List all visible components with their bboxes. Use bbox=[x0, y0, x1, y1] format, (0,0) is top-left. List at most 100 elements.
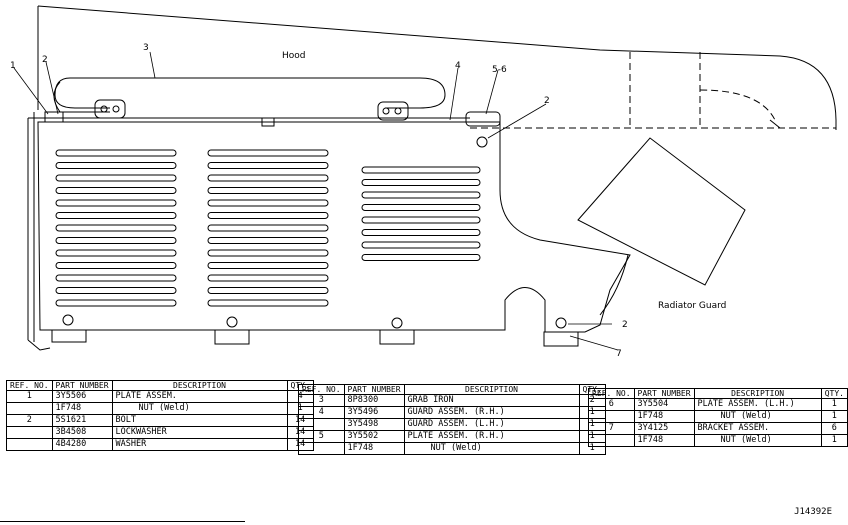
description-cell: BOLT bbox=[111, 414, 288, 427]
ref-no-cell: 4 bbox=[298, 406, 345, 419]
header-part-number: PART NUMBER bbox=[51, 380, 113, 391]
ref-no-cell: 6 bbox=[588, 398, 635, 411]
callout-2: 2 bbox=[42, 55, 48, 65]
louvre-slot bbox=[55, 237, 177, 244]
leader-2 bbox=[45, 61, 59, 115]
qty-cell: 1 bbox=[820, 398, 848, 411]
description-cell: WASHER bbox=[111, 438, 288, 451]
louvre-slot bbox=[207, 287, 329, 294]
description-cell: GUARD ASSEM. (L.H.) bbox=[403, 418, 580, 431]
header-qty: QTY. bbox=[820, 388, 848, 399]
hood-outline bbox=[37, 5, 837, 130]
ref-no-cell bbox=[6, 438, 53, 451]
louvre-slot bbox=[55, 187, 177, 194]
leader-5-6 bbox=[485, 69, 499, 115]
qty-cell: 1 bbox=[820, 410, 848, 423]
bracket-hole bbox=[100, 105, 108, 113]
louvre-slot bbox=[361, 229, 481, 236]
callout-3: 3 bbox=[143, 43, 149, 53]
bracket-hole bbox=[394, 107, 402, 115]
header-description: DESCRIPTION bbox=[111, 380, 288, 391]
description-cell: LOCKWASHER bbox=[111, 426, 288, 439]
grab-iron bbox=[54, 77, 446, 109]
guard-plate bbox=[37, 121, 631, 333]
part-number-cell: 1F748 bbox=[343, 442, 405, 455]
radiator-guard-strap bbox=[599, 254, 629, 316]
hood-tick bbox=[769, 119, 781, 129]
part-number-cell: 3Y5504 bbox=[633, 398, 695, 411]
louvre-slot bbox=[207, 212, 329, 219]
bracket-hole bbox=[382, 107, 390, 115]
header-part-number: PART NUMBER bbox=[633, 388, 695, 399]
part-number-cell: 3B4508 bbox=[51, 426, 113, 439]
louvre-slot bbox=[361, 166, 481, 174]
ref-no-cell: 3 bbox=[298, 394, 345, 407]
bottom-bracket bbox=[379, 329, 415, 345]
leader-1 bbox=[13, 67, 49, 115]
louvre-slot bbox=[55, 212, 177, 219]
part-number-cell: 4B4280 bbox=[51, 438, 113, 451]
bottom-bracket bbox=[543, 331, 579, 347]
bolt-head bbox=[555, 317, 567, 329]
louvre-grilles bbox=[55, 149, 481, 307]
header-description: DESCRIPTION bbox=[403, 384, 580, 395]
bracket-hole bbox=[112, 105, 120, 113]
header-ref-no: REF. NO. bbox=[6, 380, 53, 391]
louvre-slot bbox=[207, 299, 329, 307]
ref-no-cell: 5 bbox=[298, 430, 345, 443]
radiator-guard-label: Radiator Guard bbox=[658, 301, 726, 311]
bolt-head bbox=[391, 317, 403, 329]
hinge-bracket bbox=[465, 111, 501, 127]
part-number-cell: 1F748 bbox=[633, 410, 695, 423]
hood-dash-curve bbox=[699, 89, 776, 121]
callout-4: 4 bbox=[455, 61, 461, 71]
figure-id: J14392E bbox=[794, 507, 832, 517]
louvre-slot bbox=[361, 204, 481, 211]
part-number-cell: 1F748 bbox=[633, 434, 695, 447]
description-cell: NUT (Weld) bbox=[403, 442, 580, 455]
description-cell: BRACKET ASSEM. bbox=[693, 422, 822, 435]
bottom-bracket bbox=[51, 329, 87, 343]
description-cell: NUT (Weld) bbox=[111, 402, 288, 415]
louvre-slot bbox=[55, 299, 177, 307]
ref-no-cell: 2 bbox=[6, 414, 53, 427]
louvre-slot bbox=[207, 149, 329, 157]
part-number-cell: 1F748 bbox=[51, 402, 113, 415]
louvre-slot bbox=[207, 224, 329, 232]
louvre-slot bbox=[207, 249, 329, 257]
part-number-cell: 3Y5502 bbox=[343, 430, 405, 443]
louvre-slot bbox=[361, 241, 481, 249]
leader-7 bbox=[569, 335, 619, 351]
louvre-slot bbox=[55, 162, 177, 169]
louvre-slot bbox=[361, 179, 481, 186]
ref-no-cell bbox=[298, 442, 345, 455]
description-cell: NUT (Weld) bbox=[693, 434, 822, 447]
ref-no-cell: 1 bbox=[6, 390, 53, 403]
grab-iron-bracket-left bbox=[94, 99, 126, 119]
louvre-slot bbox=[207, 199, 329, 207]
top-clip bbox=[261, 117, 275, 127]
louvre-slot bbox=[55, 224, 177, 232]
leader-2b bbox=[487, 103, 547, 139]
louvre-slot bbox=[207, 237, 329, 244]
part-number-cell: 3Y5496 bbox=[343, 406, 405, 419]
louvre-slot bbox=[55, 174, 177, 182]
louvre-slot bbox=[361, 254, 481, 261]
part-number-cell: 3Y5506 bbox=[51, 390, 113, 403]
footer-rule bbox=[0, 521, 245, 522]
callout-2c: 2 bbox=[622, 320, 628, 330]
header-part-number: PART NUMBER bbox=[343, 384, 405, 395]
qty-cell: 6 bbox=[820, 422, 848, 435]
callout-7: 7 bbox=[616, 349, 622, 359]
ref-no-cell: 7 bbox=[588, 422, 635, 435]
